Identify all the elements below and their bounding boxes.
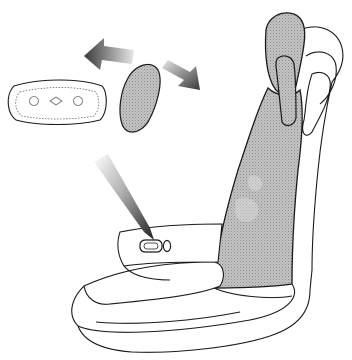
remote-control-icon: [8, 80, 106, 125]
lumbar-pad-icon: [120, 64, 160, 132]
arrow-backward-icon: [84, 38, 134, 70]
seat-back: [214, 56, 302, 288]
seat-back-rear-outline: [300, 27, 343, 270]
arrow-forward-icon: [162, 60, 200, 90]
pointer-arrow-icon: [94, 154, 154, 240]
seat-side-switch: [140, 240, 171, 252]
